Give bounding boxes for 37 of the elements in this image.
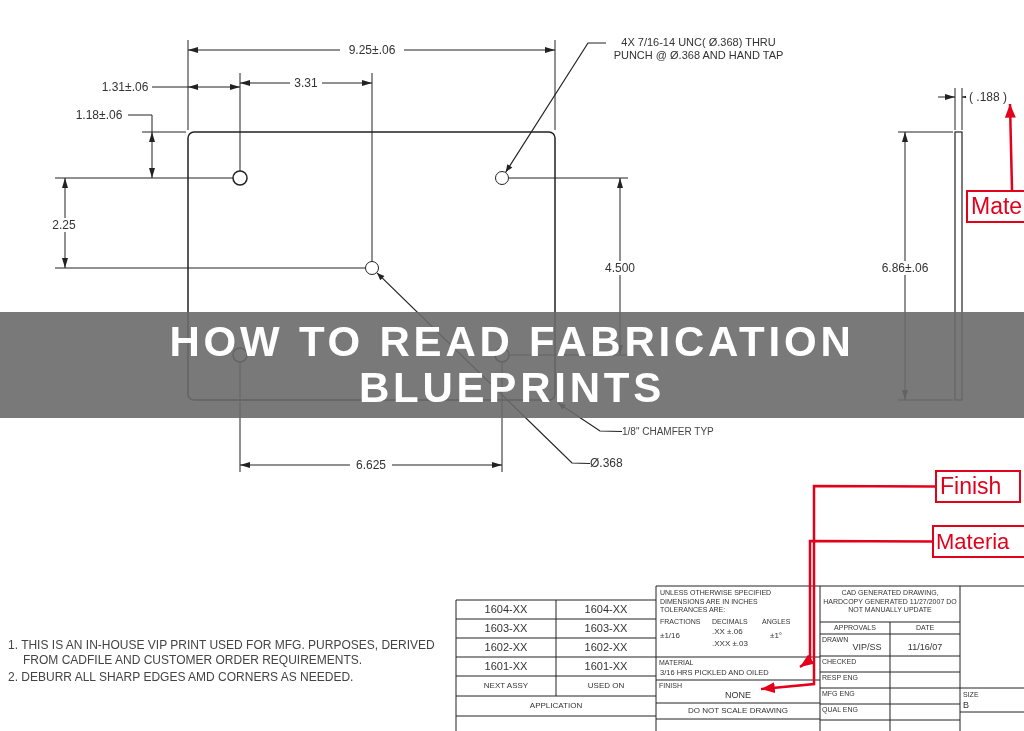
table-text: DO NOT SCALE DRAWING — [687, 705, 789, 717]
note-text: 1. THIS IS AN IN-HOUSE VIP PRINT USED FOR MFG. PURPOSES, DERIVED FROM CADFILE AND CUSTOMER ORDER REQUIREMENTS. — [8, 638, 436, 668]
title-banner: HOW TO READ FABRICATION BLUEPRINTS — [0, 312, 1024, 418]
table-text: USED ON — [586, 680, 626, 692]
table-text: ±1/16 — [660, 631, 681, 641]
callout-box: Materia — [932, 525, 1024, 558]
table-text: 1603-XX — [483, 621, 529, 636]
table-text: 1601-XX — [483, 659, 529, 674]
table-text: 1601-XX — [583, 659, 629, 674]
table-text: 1604-XX — [583, 602, 629, 617]
table-text: 1603-XX — [583, 621, 629, 636]
callout-text: 1/8" CHAMFER TYP — [622, 424, 752, 439]
table-text: 1602-XX — [483, 640, 529, 655]
dimension-text: 3.31 — [290, 76, 322, 90]
table-text: 1602-XX — [583, 640, 629, 655]
table-text: APPLICATION — [528, 700, 584, 712]
callout-text: Ø.368 — [590, 456, 638, 471]
note-text: 2. DEBURR ALL SHARP EDGES AMD CORNERS AS NEEDED. — [8, 670, 355, 685]
finish-text: NONE — [715, 689, 761, 701]
leader-line — [799, 539, 932, 669]
leader-line — [505, 42, 607, 173]
callout-box: Finish — [935, 470, 1021, 503]
table-text: 11/16/07 — [906, 641, 944, 654]
dimension-text: 9.25±.06 — [340, 43, 404, 57]
table-text: ±1° — [770, 631, 784, 641]
leader-line — [1004, 103, 1016, 191]
table-text: B — [963, 699, 970, 711]
dimension-text: 6.625 — [350, 458, 392, 472]
leader-line — [760, 484, 935, 694]
table-text: NEXT ASSY — [482, 680, 530, 692]
table-text: 1604-XX — [483, 602, 529, 617]
callout-text: 4X 7/16-14 UNC( Ø.368) THRU PUNCH @ Ø.368 AND HAND TAP — [606, 36, 791, 66]
table-text: .XX ±.06 — [712, 627, 744, 637]
table-text: .XXX ±.03 — [712, 639, 749, 649]
table-text: VIP/SS — [851, 641, 883, 654]
callout-box: Mate — [966, 190, 1024, 223]
dimension-text: ( .188 ) — [966, 90, 1010, 104]
